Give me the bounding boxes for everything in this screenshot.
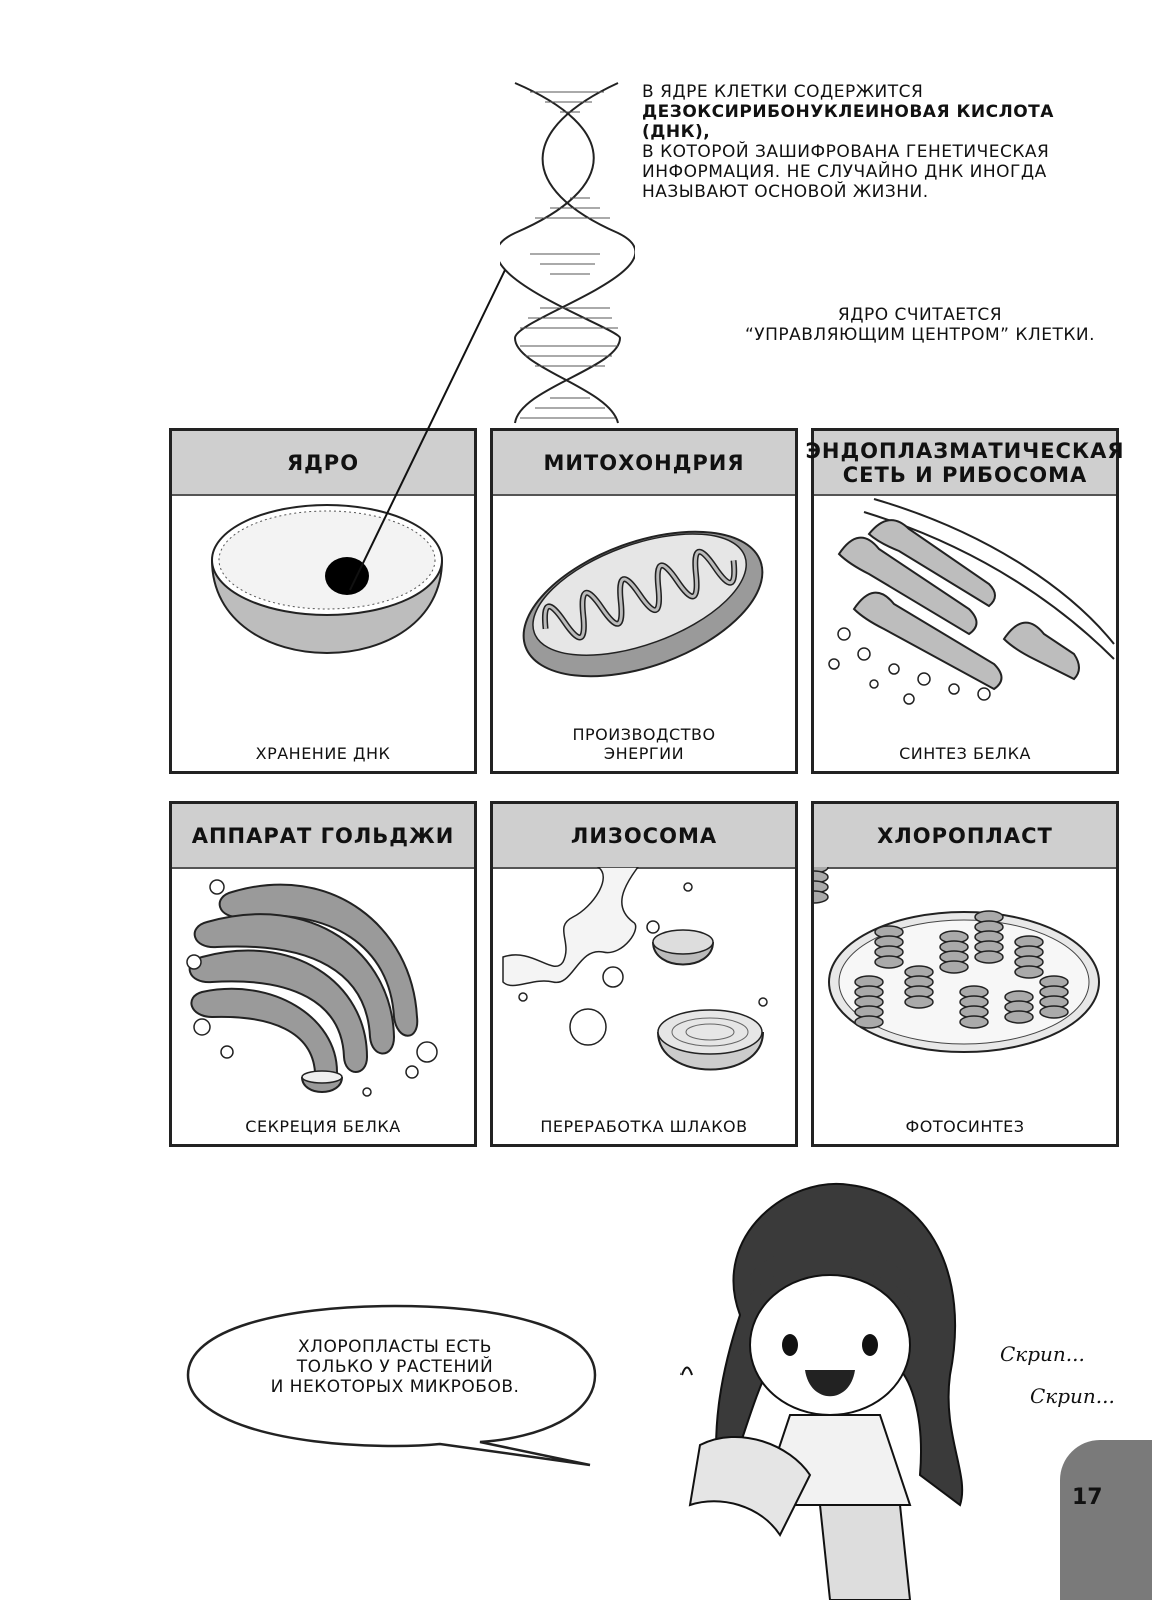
panel-caption: ХРАНЕНИЕ ДНК bbox=[172, 744, 474, 763]
panel-title-line: ХЛОРОПЛАСТ bbox=[877, 823, 1053, 848]
dna-caption-line2: ДЕЗОКСИРИБОНУКЛЕИНОВАЯ КИСЛОТА (ДНК), bbox=[642, 102, 1054, 142]
panel-title: МИТОХОНДРИЯ bbox=[493, 431, 795, 496]
speech-bubble-line1: ХЛОРОПЛАСТЫ ЕСТЬ bbox=[298, 1337, 492, 1357]
character-illustration bbox=[680, 1182, 964, 1600]
dna-caption-line1: В ЯДРЕ КЛЕТКИ СОДЕРЖИТСЯ bbox=[642, 82, 924, 102]
panel-title-line: ЛИЗОСОМА bbox=[570, 823, 718, 848]
panel-lysosome: ЛИЗОСОМА ПЕРЕРАБОТКА ШЛАКОВ bbox=[490, 801, 798, 1147]
speech-bubble-line2: ТОЛЬКО У РАСТЕНИЙ bbox=[296, 1357, 494, 1377]
panel-title: ЭНДОПЛАЗМАТИЧЕСКАЯ СЕТЬ И РИБОСОМА bbox=[805, 431, 1124, 496]
panel-golgi: АППАРАТ ГОЛЬДЖИ СЕКРЕЦИЯ БЕЛКА bbox=[169, 801, 477, 1147]
page-tab bbox=[1060, 1440, 1152, 1600]
panel-title: ЛИЗОСОМА bbox=[493, 804, 795, 869]
er-ribosome-illustration bbox=[828, 498, 1115, 705]
panel-caption: СЕКРЕЦИЯ БЕЛКА bbox=[172, 1117, 474, 1136]
speech-bubble-line3: И НЕКОТОРЫХ МИКРОБОВ. bbox=[270, 1377, 520, 1397]
mitochondria-illustration bbox=[522, 530, 764, 678]
panel-title-line2: СЕТЬ И РИБОСОМА bbox=[842, 462, 1088, 487]
golgi-illustration bbox=[186, 879, 438, 1097]
sfx-creak-1: Скрип... bbox=[1000, 1342, 1085, 1366]
panel-caption: ПРОИЗВОДСТВО ЭНЕРГИИ bbox=[493, 725, 795, 763]
panel-title-line: АППАРАТ ГОЛЬДЖИ bbox=[191, 823, 455, 848]
panel-er-ribosome: ЭНДОПЛАЗМАТИЧЕСКАЯ СЕТЬ И РИБОСОМА СИНТЕ… bbox=[805, 428, 1124, 774]
panel-caption: СИНТЕЗ БЕЛКА bbox=[814, 744, 1116, 763]
panel-chloroplast: ХЛОРОПЛАСТ ФОТОСИНТЕЗ bbox=[811, 801, 1119, 1147]
speech-bubble-text: ХЛОРОПЛАСТЫ ЕСТЬ ТОЛЬКО У РАСТЕНИЙ И НЕК… bbox=[200, 1337, 590, 1397]
nucleus-caption: ЯДРО СЧИТАЕТСЯ “УПРАВЛЯЮЩИМ ЦЕНТРОМ” КЛЕ… bbox=[735, 305, 1105, 345]
dna-caption: В ЯДРЕ КЛЕТКИ СОДЕРЖИТСЯ ДЕЗОКСИРИБОНУКЛ… bbox=[642, 82, 1122, 202]
panel-caption: ФОТОСИНТЕЗ bbox=[814, 1117, 1116, 1136]
lysosome-illustration bbox=[502, 867, 768, 1071]
panel-caption-line: СЕКРЕЦИЯ БЕЛКА bbox=[245, 1117, 401, 1136]
panel-caption: ПЕРЕРАБОТКА ШЛАКОВ bbox=[493, 1117, 795, 1136]
panel-title-line: МИТОХОНДРИЯ bbox=[543, 450, 745, 475]
nucleus-caption-line2: “УПРАВЛЯЮЩИМ ЦЕНТРОМ” КЛЕТКИ. bbox=[744, 325, 1096, 345]
speech-bubble bbox=[186, 1304, 597, 1467]
panel-caption-line2: ЭНЕРГИИ bbox=[603, 744, 685, 763]
sfx-creak-2: Скрип... bbox=[1030, 1384, 1115, 1408]
panel-caption-line: СИНТЕЗ БЕЛКА bbox=[899, 744, 1031, 763]
panel-nucleus: ЯДРО ХРАНЕНИЕ ДНК bbox=[169, 428, 477, 774]
pointer-line bbox=[349, 269, 506, 591]
dna-caption-line5: НАЗЫВАЮТ ОСНОВОЙ ЖИЗНИ. bbox=[642, 182, 929, 202]
panel-caption-line: ФОТОСИНТЕЗ bbox=[905, 1117, 1025, 1136]
panel-title: АППАРАТ ГОЛЬДЖИ bbox=[172, 804, 474, 869]
chloroplast-illustration bbox=[814, 867, 1100, 1053]
panel-title: ЯДРО bbox=[172, 431, 474, 496]
panel-title-line1: ЭНДОПЛАЗМАТИЧЕСКАЯ bbox=[805, 438, 1125, 463]
dna-caption-line4: ИНФОРМАЦИЯ. НЕ СЛУЧАЙНО ДНК ИНОГДА bbox=[642, 162, 1047, 182]
nucleus-caption-line1: ЯДРО СЧИТАЕТСЯ bbox=[837, 305, 1003, 325]
panel-caption-line1: ПРОИЗВОДСТВО bbox=[572, 725, 716, 744]
dna-helix-illustration bbox=[500, 82, 635, 424]
dna-caption-line3: В КОТОРОЙ ЗАШИФРОВАНА ГЕНЕТИЧЕСКАЯ bbox=[642, 142, 1050, 162]
panel-mitochondria: МИТОХОНДРИЯ ПРОИЗВОДСТВО ЭНЕРГИИ bbox=[490, 428, 798, 774]
page-number: 17 bbox=[1072, 1485, 1103, 1510]
panel-caption-line: ПЕРЕРАБОТКА ШЛАКОВ bbox=[540, 1117, 748, 1136]
panel-caption-line: ХРАНЕНИЕ ДНК bbox=[255, 744, 391, 763]
nucleus-illustration bbox=[211, 504, 443, 654]
panel-title-line: ЯДРО bbox=[286, 450, 360, 475]
panel-title: ХЛОРОПЛАСТ bbox=[814, 804, 1116, 869]
